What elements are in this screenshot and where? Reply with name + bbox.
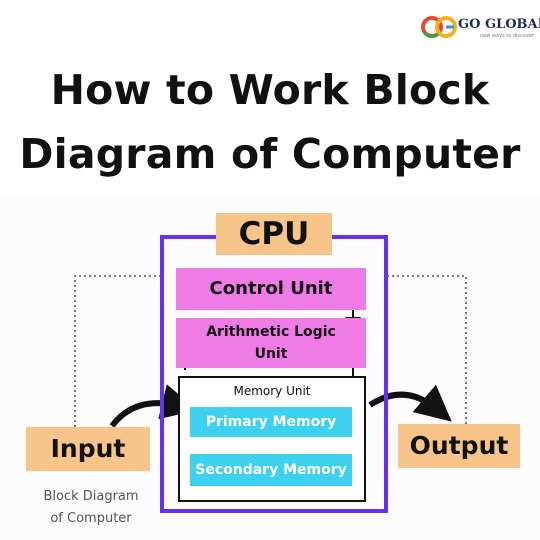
diagram-caption: Block Diagram of Computer xyxy=(30,486,152,530)
primary-memory-box: Primary Memory xyxy=(190,407,352,437)
logo-tagline: new ways to discover xyxy=(480,33,534,39)
logo-mark-icon xyxy=(421,16,457,38)
alu-label: Arithmetic Logic Unit xyxy=(206,324,336,362)
output-arrow xyxy=(368,384,452,422)
output-box: Output xyxy=(398,424,520,468)
logo-name: GO GLOBAL xyxy=(458,17,540,32)
title-line-1: How to Work Block xyxy=(50,66,490,114)
caption-line-2: of Computer xyxy=(50,511,132,526)
input-arrow xyxy=(109,384,198,428)
secondary-memory-box: Secondary Memory xyxy=(190,454,352,486)
dotted-line-right xyxy=(388,275,467,424)
input-box: Input xyxy=(26,427,150,471)
memory-unit-label: Memory Unit xyxy=(233,384,311,398)
title-line-2: Diagram of Computer xyxy=(19,130,521,178)
alu-box: Arithmetic Logic Unit xyxy=(176,318,366,368)
control-unit-box: Control Unit xyxy=(176,268,366,310)
caption-line-1: Block Diagram xyxy=(43,489,139,504)
go-global-logo: GO GLOBAL new ways to discover xyxy=(420,12,540,42)
dotted-line-left xyxy=(74,275,160,427)
cpu-label: CPU xyxy=(216,213,332,255)
